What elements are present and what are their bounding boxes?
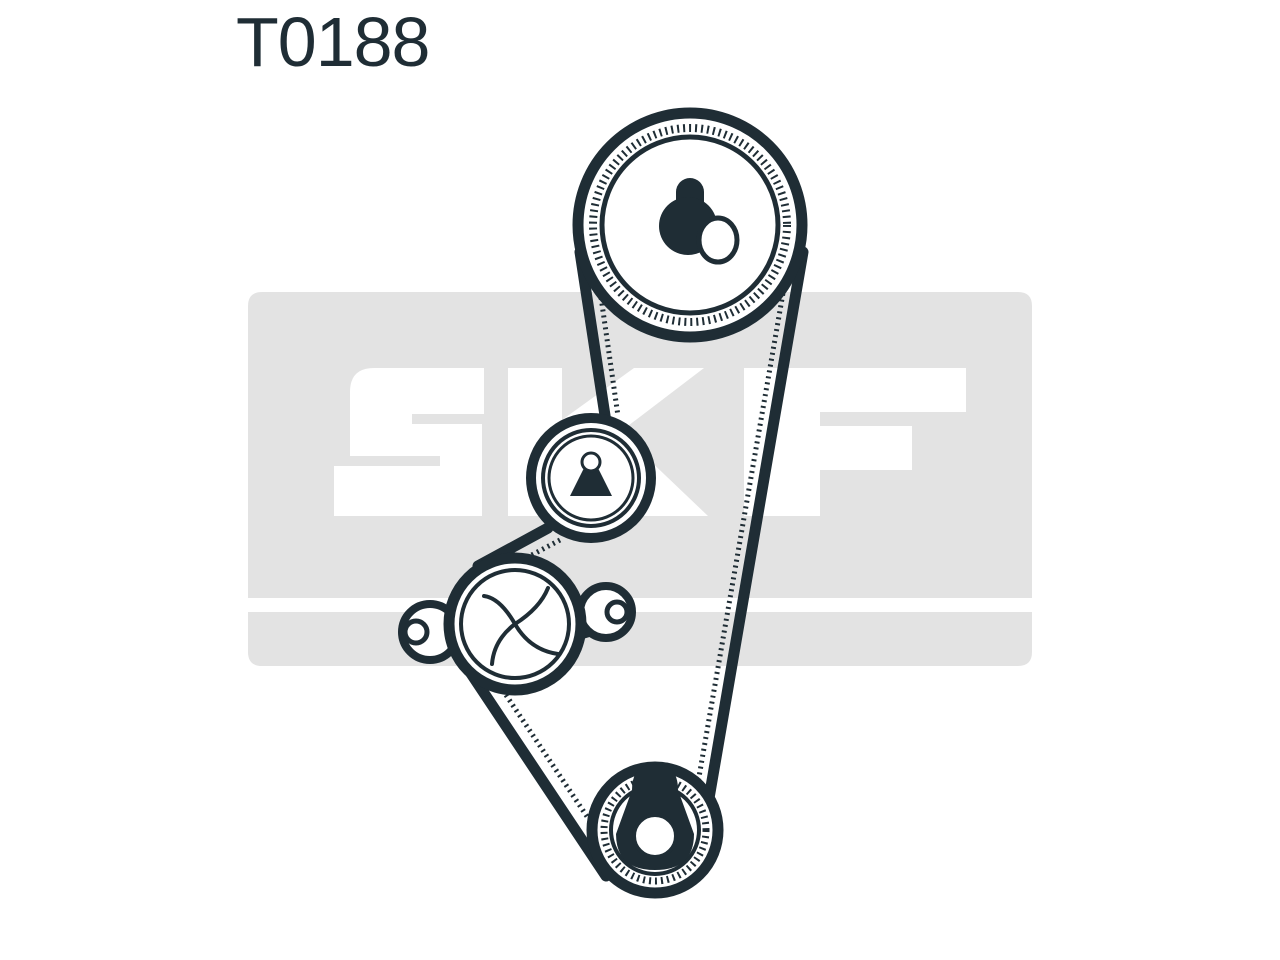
tensioner-triangle-icon	[570, 451, 612, 496]
impeller-icon	[482, 586, 560, 666]
water-pump-pulley	[398, 552, 636, 696]
camshaft-pulley	[572, 107, 808, 343]
crank-key-icon	[616, 764, 694, 870]
key-hub-icon	[659, 178, 740, 265]
part-number-title: T0188	[236, 3, 430, 81]
tensioner-roller	[526, 413, 656, 543]
crankshaft-pulley	[586, 761, 724, 899]
